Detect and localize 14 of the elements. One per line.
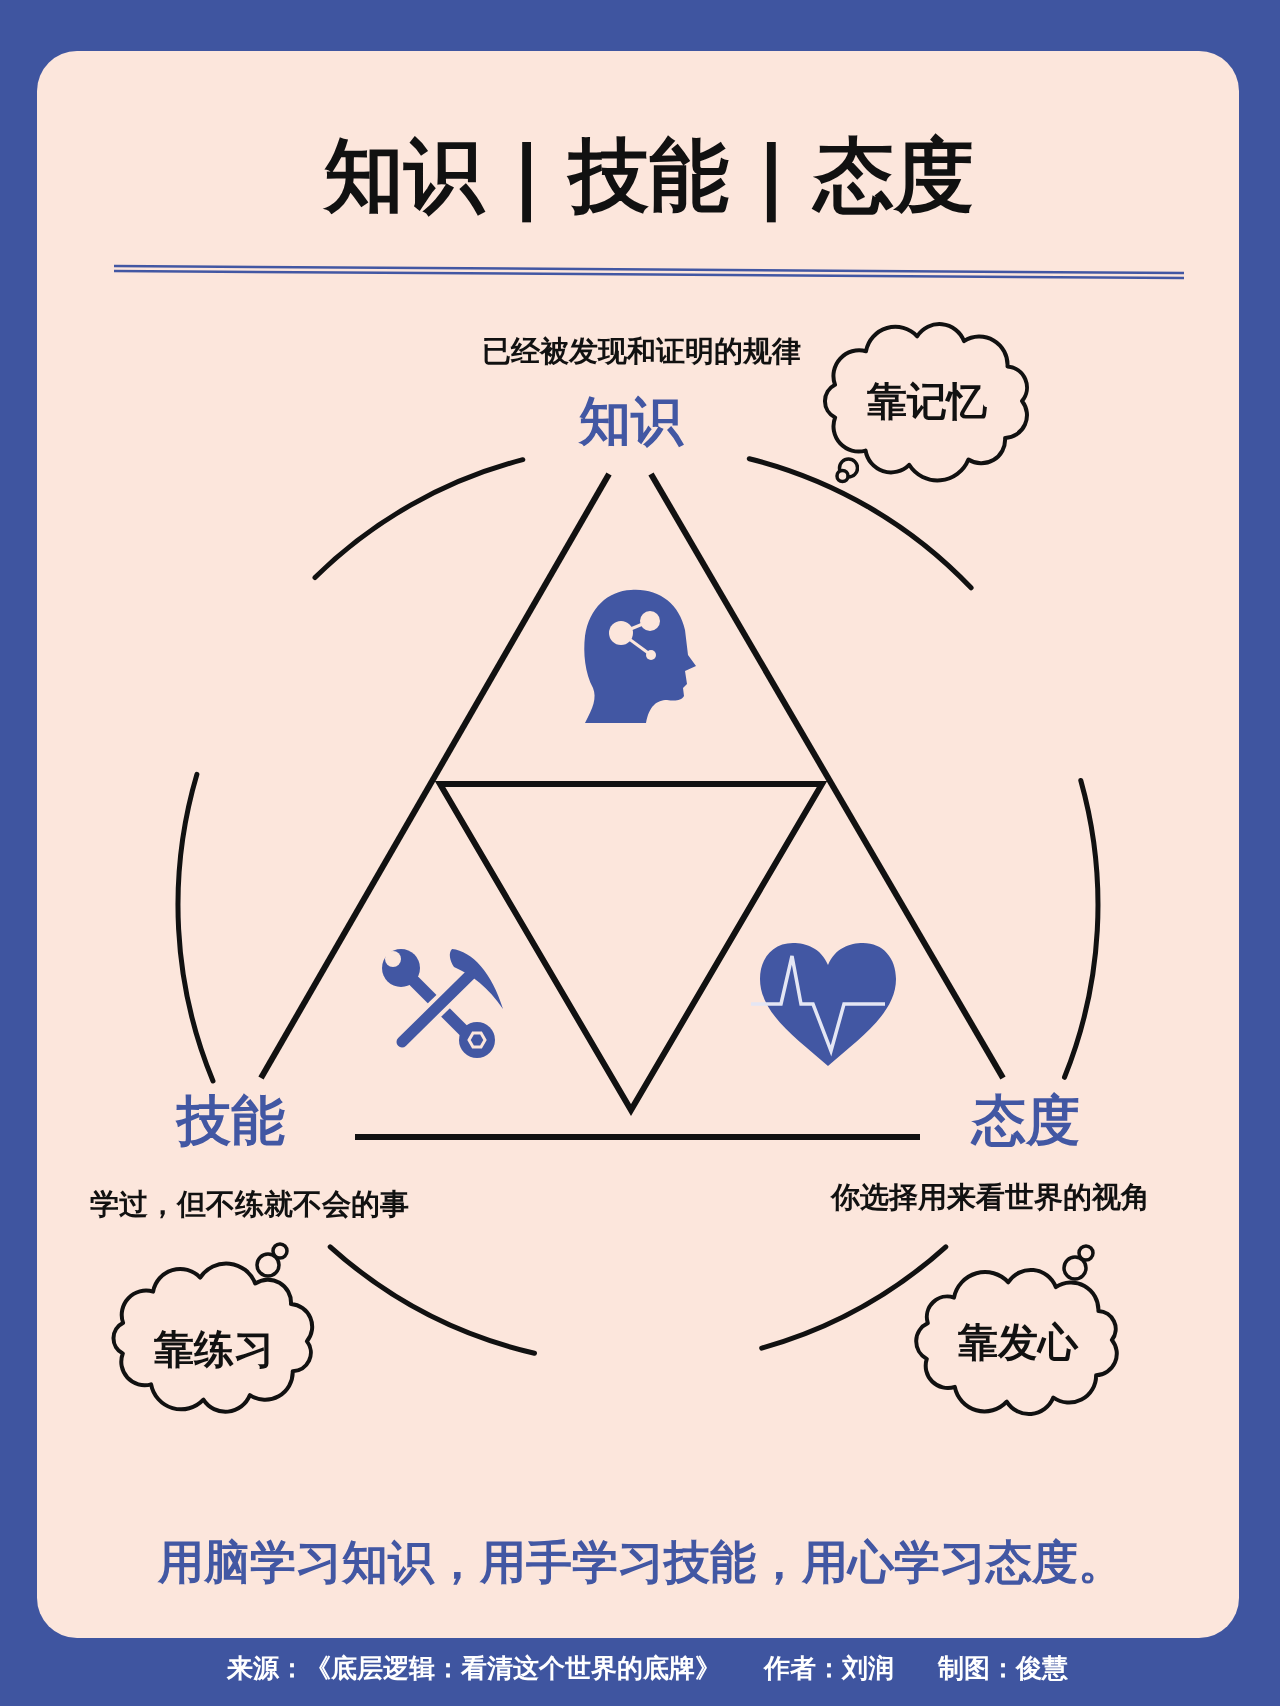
footer-text: 制图：俊慧 xyxy=(938,1654,1068,1684)
corner-label: 知识 xyxy=(579,392,683,452)
description-text: 你选择用来看世界的视角 xyxy=(830,1181,1150,1215)
cloud-text: 靠练习 xyxy=(153,1325,274,1372)
description-text: 已经被发现和证明的规律 xyxy=(481,335,801,369)
cloud-text: 靠记忆 xyxy=(867,378,987,424)
corner-label: 态度 xyxy=(972,1089,1080,1153)
description-text: 学过，但不练就不会的事 xyxy=(89,1188,409,1222)
cloud-text: 靠发心 xyxy=(957,1319,1078,1365)
footer-text: 作者：刘润 xyxy=(764,1654,894,1684)
footer-text: 来源：《底层逻辑：看清这个世界的底牌》 xyxy=(227,1654,721,1684)
caption-text: 用脑学习知识，用手学习技能，用心学习态度。 xyxy=(158,1535,1124,1589)
corner-label: 技能 xyxy=(177,1089,285,1153)
page-title: 知识 | 技能 | 态度 xyxy=(324,130,974,222)
